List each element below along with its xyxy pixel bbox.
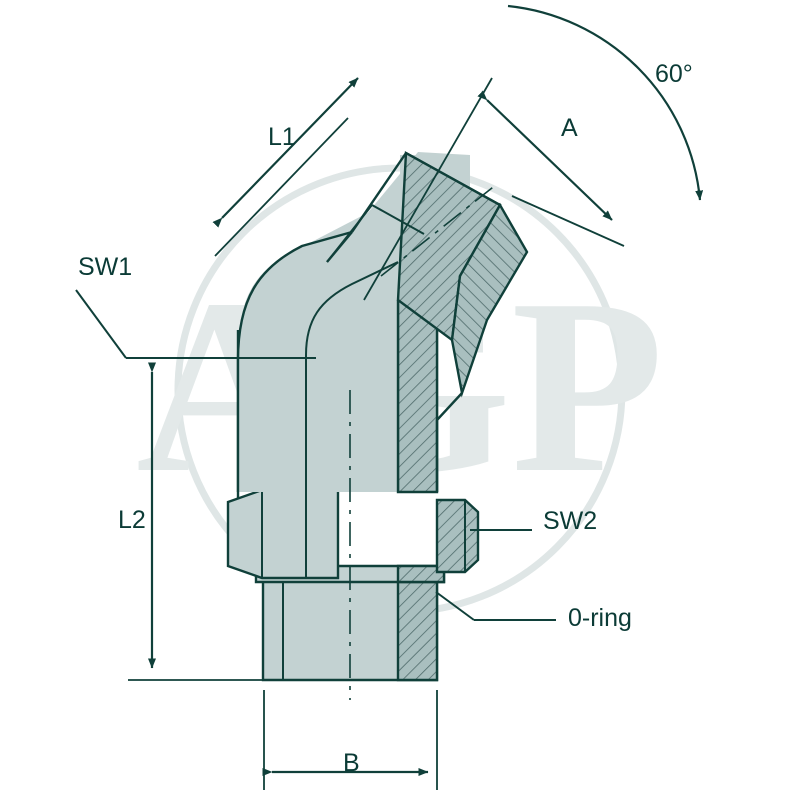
dimension-arrow-a: [477, 90, 613, 221]
dimension-labels: L1 A 60° SW1 L2 SW2 0-ring B: [78, 60, 693, 777]
dimension-label-sw2: SW2: [543, 507, 597, 535]
dimension-label-l1: L1: [268, 123, 296, 151]
dimension-arrow-l1: [212, 77, 359, 228]
angle-label-60: 60°: [655, 60, 693, 88]
dimension-label-l2: L2: [118, 506, 146, 534]
dimension-label-b: B: [343, 749, 360, 777]
dimension-lines: [75, 4, 704, 790]
dimension-label-sw1: SW1: [78, 253, 132, 281]
fitting-body: [226, 151, 529, 700]
part-label-oring: 0-ring: [568, 604, 632, 632]
dimension-label-a: A: [561, 114, 578, 142]
angle-arc-60: [507, 4, 704, 201]
